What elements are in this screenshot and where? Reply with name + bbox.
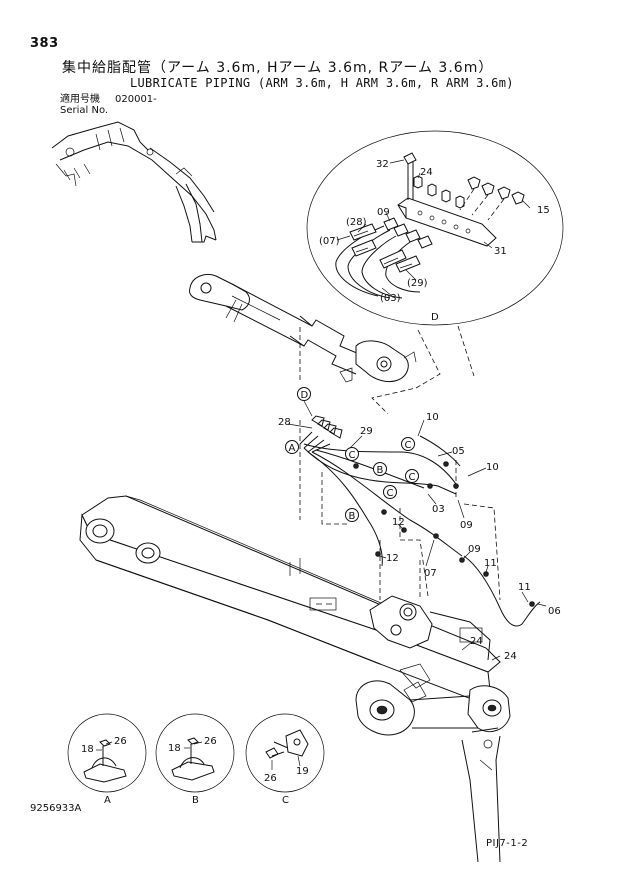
callout-12-b: 12 — [386, 553, 399, 564]
callout-24-b: 24 — [504, 651, 517, 662]
detail-a: 18 26 A — [67, 713, 147, 806]
callout-11-a: 11 — [484, 558, 497, 569]
marker-c-4: C — [387, 488, 394, 499]
hose-routing: D A C C C C B B 28 29 10 05 — [278, 387, 561, 662]
detail-d-label: D — [431, 312, 439, 323]
callout-28: 28 — [278, 417, 291, 428]
serial-value: 020001- — [115, 94, 157, 105]
detail-c: 26 19 C — [245, 713, 325, 806]
detail-b-part-1: 18 — [168, 743, 181, 754]
detail-d: D — [306, 130, 564, 326]
page-reference: PIJ7-1-2 — [486, 838, 529, 849]
callout-31: 31 — [494, 246, 507, 257]
detail-a-label: A — [104, 795, 111, 806]
marker-c-2: C — [405, 440, 412, 451]
serial-block: 適用号機 Serial No. 020001- — [60, 94, 157, 116]
callout-15: 15 — [537, 205, 550, 216]
callout-10-a: 10 — [426, 412, 439, 423]
serial-label-en: Serial No. — [60, 105, 109, 116]
detail-b-part-2: 26 — [204, 736, 217, 747]
title-english: LUBRICATE PIPING (ARM 3.6m, H ARM 3.6m, … — [130, 76, 514, 90]
page-number: 383 — [30, 36, 59, 51]
marker-b-2: B — [349, 511, 356, 522]
arm-overview-sketch — [51, 121, 217, 243]
callout-07: 07 — [424, 568, 437, 579]
callout-29: 29 — [360, 426, 373, 437]
marker-b-1: B — [377, 465, 384, 476]
callout-29: (29) — [407, 278, 428, 289]
marker-c-3: C — [409, 472, 416, 483]
callout-24: 24 — [420, 167, 433, 178]
detail-c-part-1: 26 — [264, 773, 277, 784]
detail-a-part-1: 18 — [81, 744, 94, 755]
callout-03: 03 — [432, 504, 445, 515]
callout-12-a: 12 — [392, 517, 405, 528]
callout-11-b: 11 — [518, 582, 531, 593]
detail-c-part-2: 19 — [296, 766, 309, 777]
marker-d: D — [301, 390, 309, 401]
callout-07: (07) — [319, 236, 340, 247]
marker-a: A — [289, 443, 296, 454]
drawing-number: 9256933A — [30, 803, 82, 814]
callout-03: (03) — [380, 293, 401, 304]
serial-label-jp: 適用号機 — [60, 94, 100, 105]
callout-32: 32 — [376, 159, 389, 170]
marker-c-1: C — [349, 450, 356, 461]
callout-09: 09 — [377, 207, 390, 218]
detail-b: 18 26 B — [155, 713, 235, 806]
bucket-cylinder — [189, 274, 417, 383]
callout-28: (28) — [346, 217, 367, 228]
callout-24-a: 24 — [470, 636, 483, 647]
detail-b-label: B — [192, 795, 199, 806]
arm-body — [79, 495, 511, 863]
callout-09-a: 09 — [460, 520, 473, 531]
callout-05: 05 — [452, 446, 465, 457]
detail-c-label: C — [282, 795, 289, 806]
title-japanese: 集中給脂配管（アーム 3.6m, Hアーム 3.6m, Rアーム 3.6m） — [62, 60, 494, 76]
detail-a-part-2: 26 — [114, 736, 127, 747]
callout-09-b: 09 — [468, 544, 481, 555]
callout-06: 06 — [548, 606, 561, 617]
callout-10-b: 10 — [486, 462, 499, 473]
